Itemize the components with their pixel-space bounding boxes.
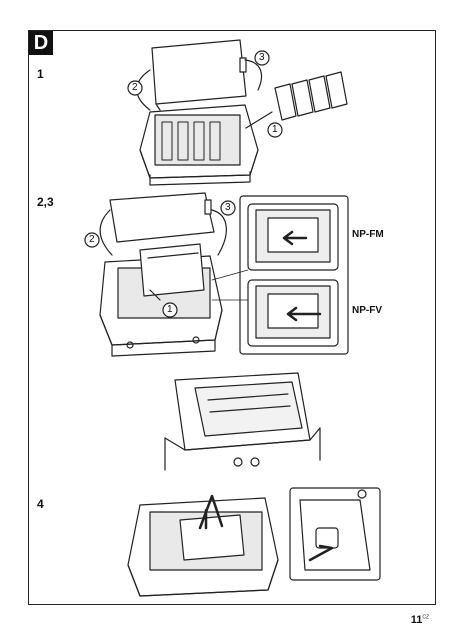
closed-door-illustration — [164, 372, 321, 471]
step1-illustration — [127, 39, 348, 186]
section-badge: D — [29, 31, 53, 55]
step-label-2-3: 2,3 — [37, 195, 54, 209]
page-number: 11CZ — [410, 614, 429, 626]
step-label-4: 4 — [37, 497, 44, 511]
aa-batteries — [274, 71, 348, 121]
step23-illustration — [84, 192, 236, 357]
page-frame — [28, 30, 436, 605]
battery-model-np-fv: NP-FV — [352, 305, 382, 316]
battery-model-np-fm: NP-FM — [352, 229, 384, 240]
step-label-1: 1 — [37, 67, 44, 81]
step4-illustration — [127, 487, 381, 597]
battery-type-inset — [211, 195, 349, 355]
